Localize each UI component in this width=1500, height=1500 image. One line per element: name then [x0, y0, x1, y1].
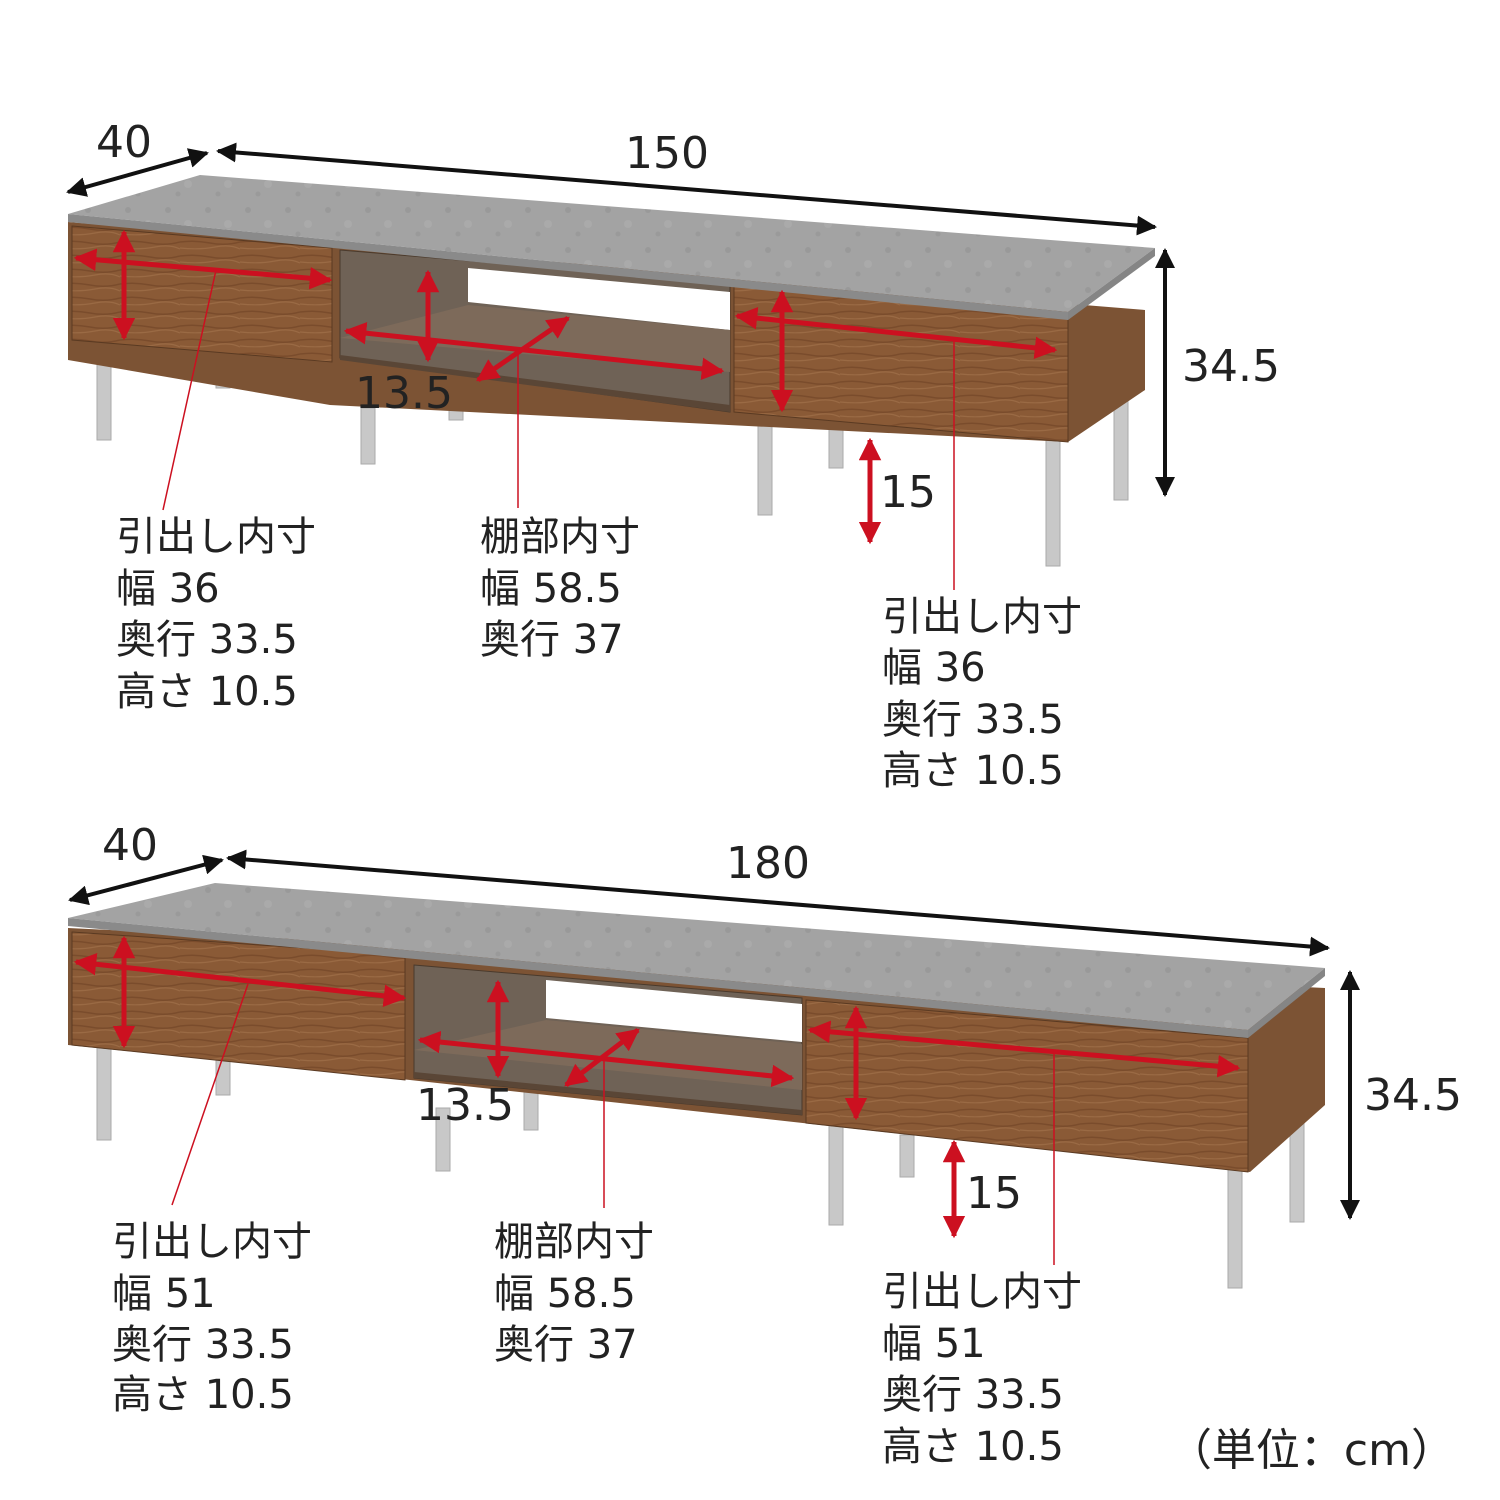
spec-width: 幅 58.5: [480, 566, 622, 612]
leader-lines: [171, 983, 1055, 1265]
spec-depth: 奥行 33.5: [882, 1372, 1064, 1418]
spec-width: 幅 51: [882, 1321, 986, 1367]
spec-height: 高さ 10.5: [112, 1372, 294, 1418]
depth-label: 40: [96, 117, 152, 168]
interior-markers: [73, 229, 1058, 545]
shelf-height-label: 13.5: [416, 1080, 514, 1131]
product-180: 40 180 34.5 13.5 15 引出し内寸 幅 51 奥行 33.5 高…: [68, 820, 1462, 1470]
spec-title: 棚部内寸: [494, 1219, 654, 1265]
leader-lines: [162, 269, 955, 590]
spec-depth: 奥行 33.5: [112, 1322, 294, 1368]
width-dimension-line: [226, 849, 1330, 957]
height-label: 34.5: [1182, 341, 1280, 392]
spec-depth: 奥行 33.5: [116, 617, 298, 663]
spec-width: 幅 58.5: [494, 1271, 636, 1317]
left-drawer: [71, 225, 333, 363]
spec-height: 高さ 10.5: [116, 669, 298, 715]
width-label: 150: [625, 128, 709, 179]
spec-depth: 奥行 37: [494, 1322, 638, 1368]
units-label: （単位：cm）: [1168, 1425, 1455, 1476]
right-drawer-spec: 引出し内寸 幅 51 奥行 33.5 高さ 10.5: [882, 1269, 1082, 1470]
spec-depth: 奥行 37: [480, 617, 624, 663]
width-dimension-line: [216, 142, 1157, 236]
interior-markers: [73, 935, 1241, 1239]
spec-height: 高さ 10.5: [882, 748, 1064, 794]
left-drawer-spec: 引出し内寸 幅 36 奥行 33.5 高さ 10.5: [116, 514, 316, 715]
depth-label: 40: [102, 820, 158, 871]
legs: [96, 339, 1129, 567]
leg-height-label: 15: [880, 467, 936, 518]
spec-title: 引出し内寸: [882, 594, 1082, 640]
spec-title: 引出し内寸: [116, 514, 316, 560]
leg-height-label: 15: [966, 1168, 1022, 1219]
spec-title: 棚部内寸: [480, 514, 640, 560]
spec-width: 幅 36: [882, 645, 986, 691]
spec-depth: 奥行 33.5: [882, 697, 1064, 743]
spec-width: 幅 51: [112, 1271, 216, 1317]
shelf-height-label: 13.5: [355, 368, 453, 419]
width-label: 180: [726, 838, 810, 889]
shelf-spec: 棚部内寸 幅 58.5 奥行 37: [480, 514, 640, 663]
shelf-spec: 棚部内寸 幅 58.5 奥行 37: [494, 1219, 654, 1368]
depth-dimension-line: [66, 148, 209, 197]
spec-title: 引出し内寸: [112, 1219, 312, 1265]
spec-height: 高さ 10.5: [882, 1424, 1064, 1470]
left-drawer-spec: 引出し内寸 幅 51 奥行 33.5 高さ 10.5: [112, 1219, 312, 1418]
height-label: 34.5: [1364, 1070, 1462, 1121]
spec-title: 引出し内寸: [882, 1269, 1082, 1315]
right-drawer-spec: 引出し内寸 幅 36 奥行 33.5 高さ 10.5: [882, 594, 1082, 794]
spec-width: 幅 36: [116, 566, 220, 612]
depth-dimension-line: [68, 854, 224, 906]
product-150: 40 150 34.5 13.5 15 引出し内寸 幅 36 奥行 33.5 高…: [66, 117, 1280, 794]
